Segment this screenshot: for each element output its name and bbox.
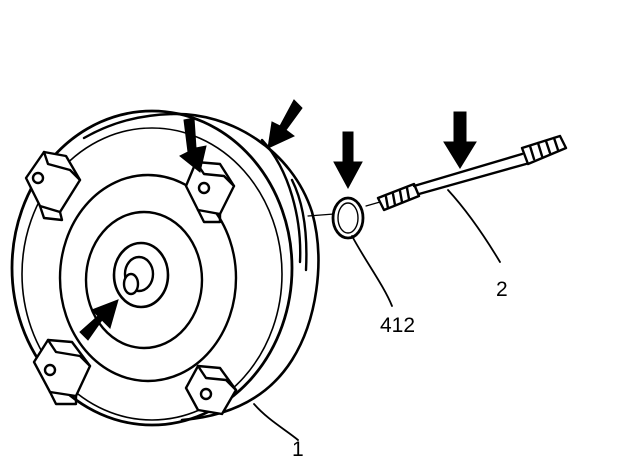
torque-converter — [10, 109, 320, 427]
callout-converter: 1 — [292, 438, 304, 461]
installer-tool — [376, 134, 568, 212]
mounting-lug-top-left — [24, 150, 82, 222]
mounting-lug-top-right — [184, 160, 236, 224]
indicator-arrow-icon — [79, 299, 119, 341]
leader-line-412 — [351, 235, 393, 307]
indicator-arrow-icon — [443, 111, 477, 169]
indicator-arrow-icon — [179, 117, 207, 173]
mounting-lug-bottom-left — [32, 338, 92, 406]
mounting-lug-bottom-right — [184, 364, 238, 416]
leader-line-1 — [253, 403, 299, 441]
indicator-arrow-icon — [267, 99, 303, 149]
converter-hub — [112, 241, 170, 309]
seal-ring — [331, 196, 365, 240]
centerline — [307, 213, 335, 217]
callout-seal-ring: 412 — [380, 314, 415, 337]
callout-tool: 2 — [496, 278, 508, 301]
indicator-arrow-icon — [333, 131, 363, 190]
leader-line-2 — [447, 189, 501, 263]
